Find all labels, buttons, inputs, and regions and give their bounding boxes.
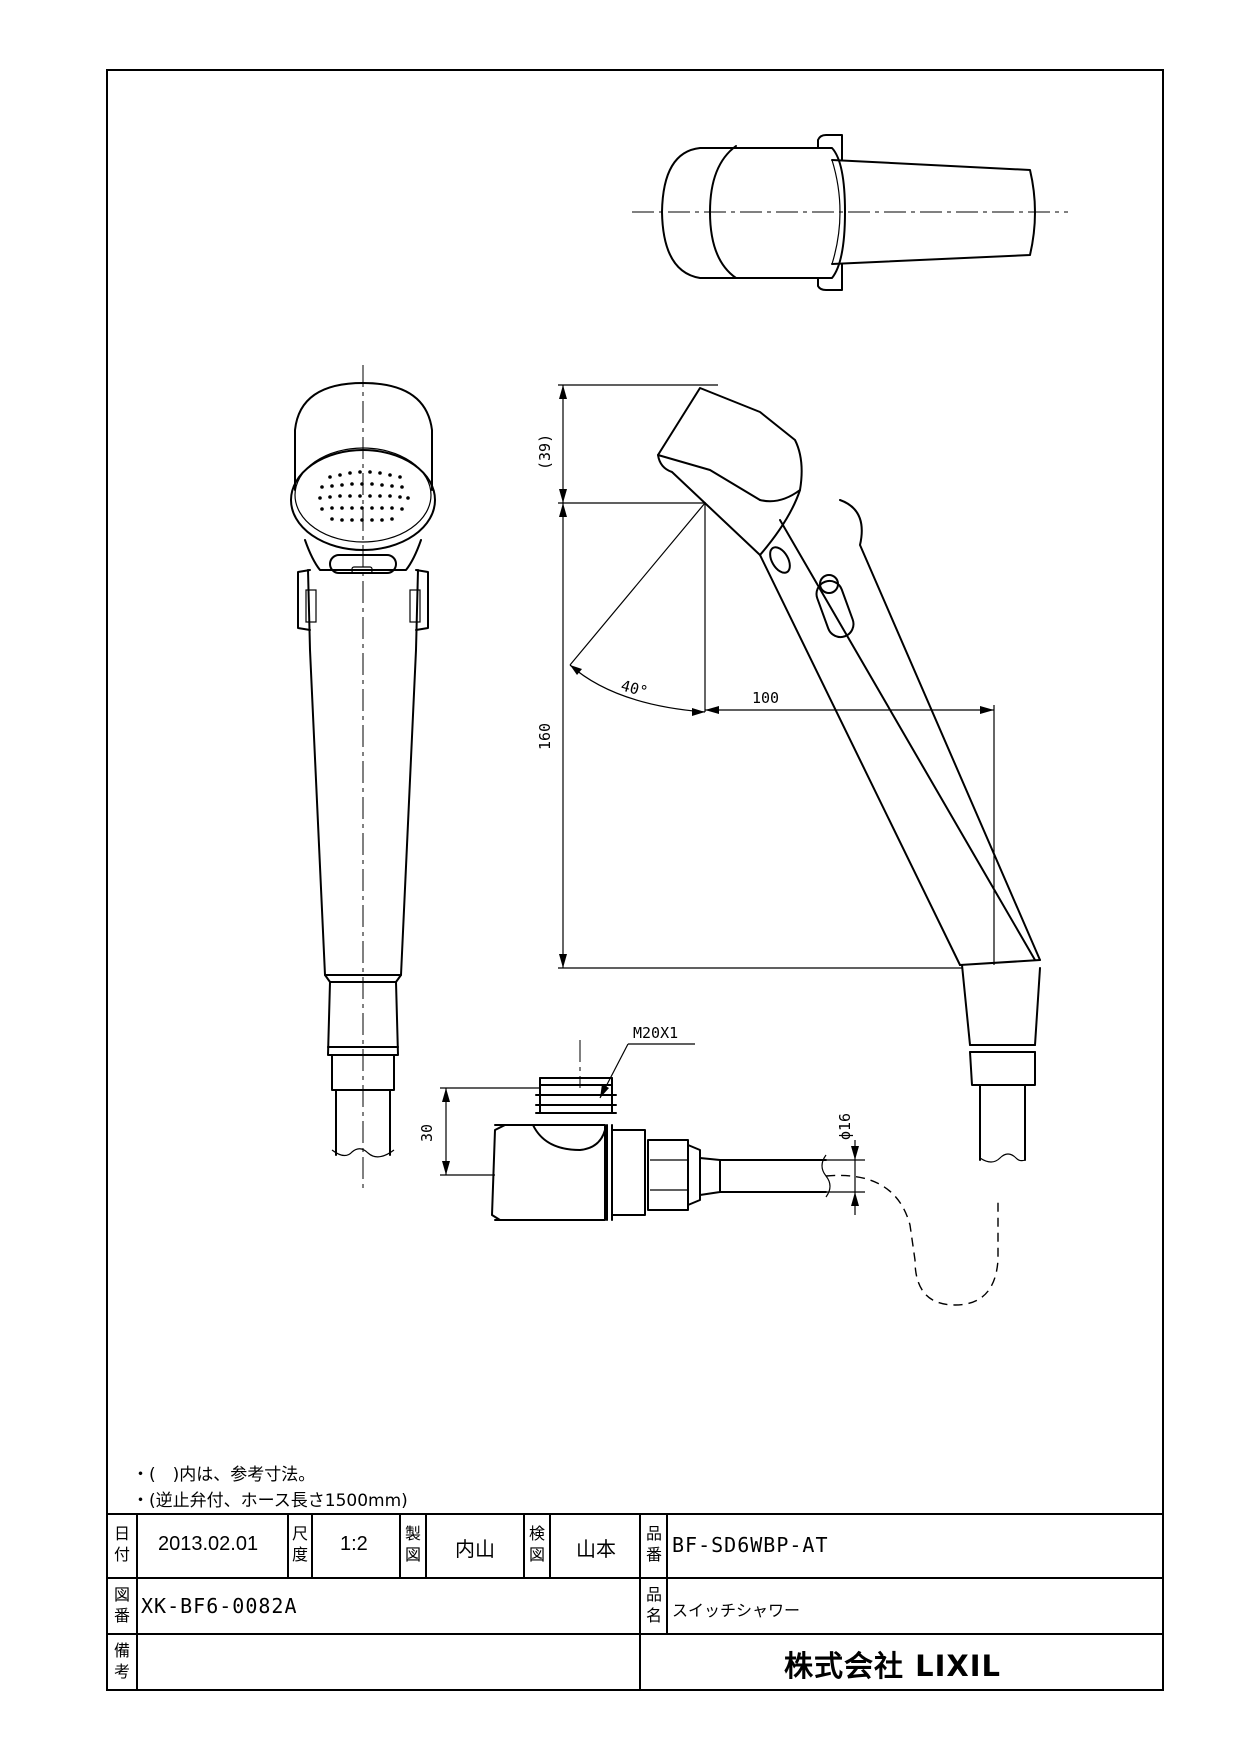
dim-angle-40: 40° <box>619 676 650 700</box>
value-product-name: スイッチシャワー <box>672 1601 801 1620</box>
dim-100: 100 <box>752 689 779 707</box>
label-scale: 尺度 <box>291 1524 308 1564</box>
dim-hose-diameter: ϕ16 <box>836 1113 854 1140</box>
front-view <box>290 365 436 1190</box>
top-view <box>632 134 1068 291</box>
label-remarks: 備考 <box>113 1641 130 1681</box>
dim-30: 30 <box>418 1124 436 1142</box>
label-drawn: 製図 <box>404 1524 421 1564</box>
drawing-border <box>106 69 1164 1691</box>
dim-thread: M20X1 <box>633 1024 678 1042</box>
valve-view: 30 M20X1 ϕ16 <box>418 1024 999 1306</box>
value-checked-by: 山本 <box>576 1539 616 1561</box>
value-date: 2013.02.01 <box>158 1533 259 1555</box>
company-logo: 株式会社 LIXIL <box>784 1649 1001 1683</box>
side-view: (39) 160 40° 100 <box>536 384 1041 1163</box>
note-reference-dimensions: ・( )内は、参考寸法。 <box>132 1465 316 1485</box>
dim-39: (39) <box>536 434 554 470</box>
label-date: 日付 <box>113 1524 130 1564</box>
label-drawing-no: 図番 <box>113 1585 130 1625</box>
value-scale: 1:2 <box>340 1533 368 1555</box>
value-drawing-no: XK-BF6-0082A <box>141 1594 298 1618</box>
note-check-valve: ・(逆止弁付、ホース長さ1500mm) <box>132 1491 408 1511</box>
label-product-name: 品名 <box>645 1585 662 1625</box>
dim-160: 160 <box>536 723 554 750</box>
value-drawn-by: 内山 <box>455 1539 495 1561</box>
value-part-no: BF-SD6WBP-AT <box>672 1533 829 1557</box>
title-block-grid <box>107 1513 1163 1690</box>
label-part-no: 品番 <box>645 1524 662 1564</box>
label-checked: 検図 <box>528 1524 545 1564</box>
